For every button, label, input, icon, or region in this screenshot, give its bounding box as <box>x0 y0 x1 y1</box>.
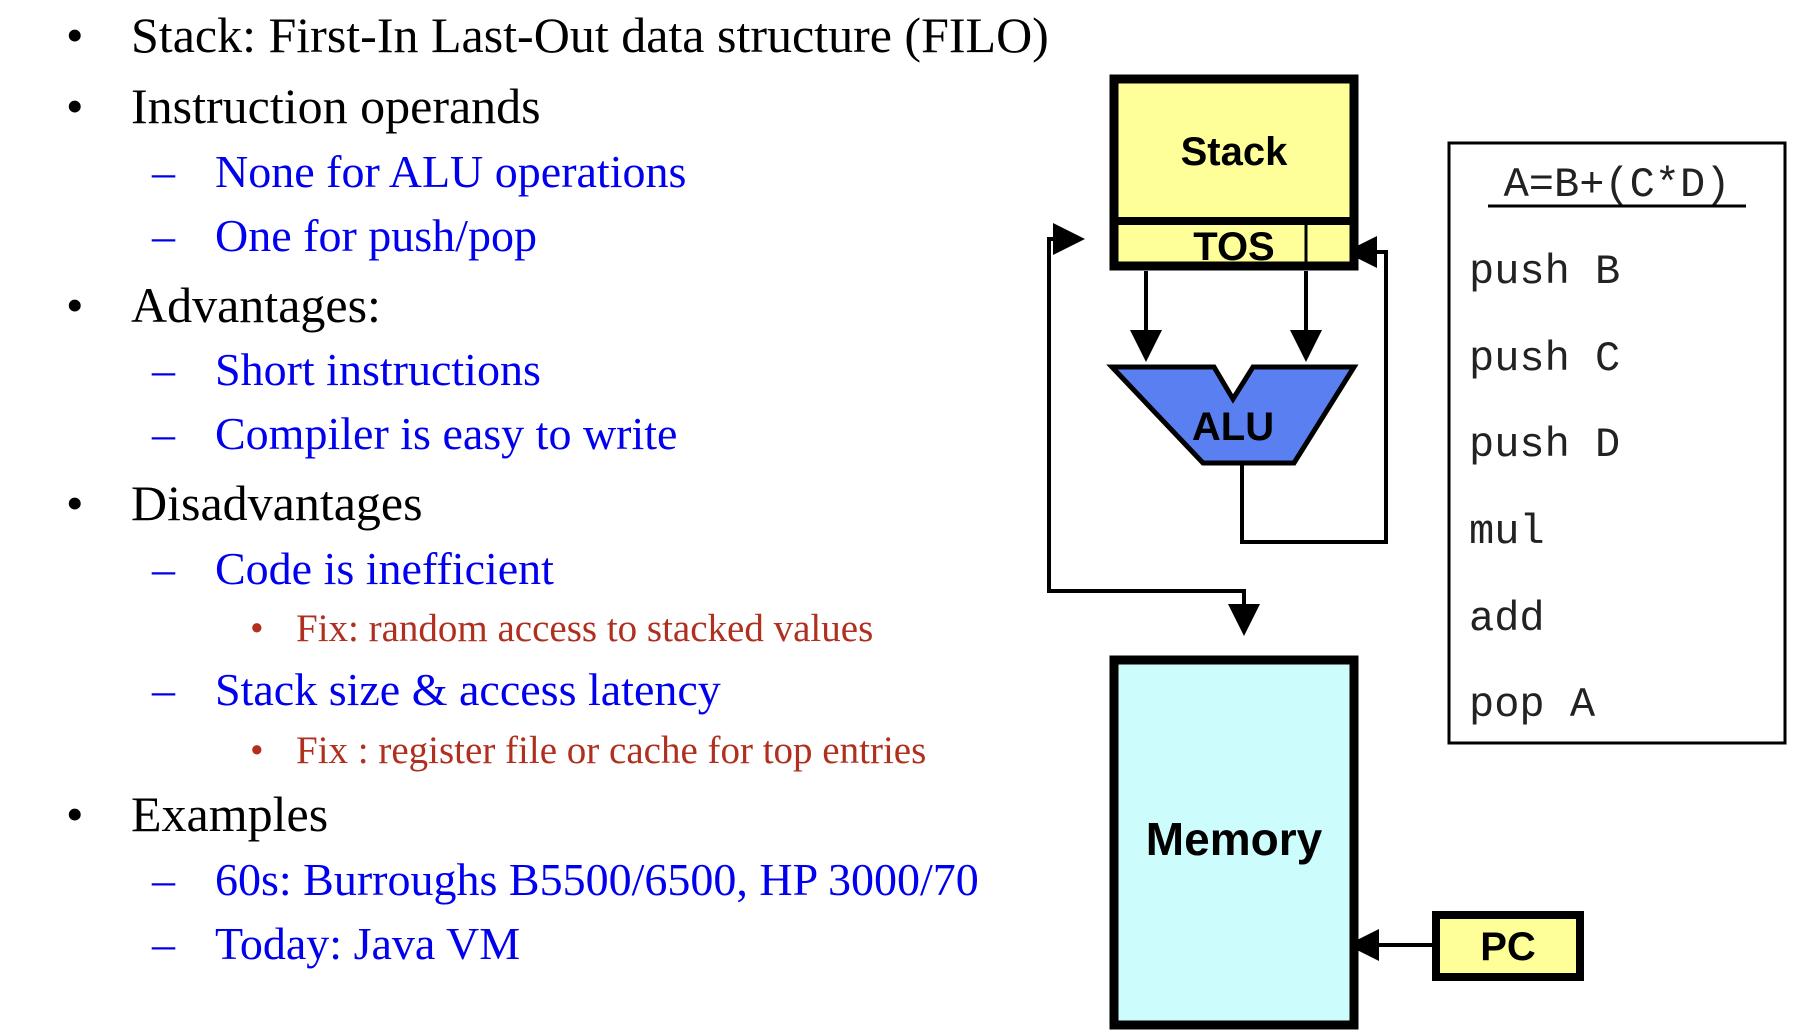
wire-tos-to-memory <box>1049 589 1260 636</box>
bullet-text: None for ALU operations <box>215 145 687 197</box>
bullet-text: Disadvantages <box>131 474 423 531</box>
code-title: A=B+(C*D) <box>1504 161 1731 209</box>
code-box: A=B+(C*D) push B push C push D mul add pop A <box>1447 141 1787 745</box>
bullet-marker: • <box>66 785 84 842</box>
dash-marker: – <box>152 145 175 197</box>
bullet-text: Examples <box>131 785 329 842</box>
code-line: push C <box>1469 335 1620 383</box>
dash-marker: – <box>152 542 175 594</box>
code-lines: push B push C push D mul add pop A <box>1469 248 1620 729</box>
wires <box>1047 223 1432 961</box>
dash-marker: – <box>152 343 175 395</box>
memory-label: Memory <box>1146 813 1323 865</box>
bullet-marker: • <box>66 77 84 134</box>
dash-marker: – <box>152 853 175 905</box>
bullet-marker: • <box>66 6 84 63</box>
bullet-marker: • <box>250 728 264 772</box>
dash-marker: – <box>152 209 175 261</box>
code-line: push B <box>1469 248 1620 296</box>
tos-label: TOS <box>1193 225 1275 269</box>
bullet-text: 60s: Burroughs B5500/6500, HP 3000/70 <box>215 853 979 905</box>
code-line: pop A <box>1469 681 1596 729</box>
bullet-text: Advantages: <box>131 276 381 333</box>
pc-block: PC <box>1432 911 1584 981</box>
stack-block: Stack TOS <box>1109 74 1359 271</box>
alu-label: ALU <box>1192 405 1274 449</box>
bullet-text: Today: Java VM <box>215 917 521 969</box>
wire-alu-to-tos <box>1240 236 1388 544</box>
dash-marker: – <box>152 917 175 969</box>
bullet-text: Code is inefficient <box>215 542 554 594</box>
code-line: add <box>1469 595 1545 643</box>
bullet-text: Instruction operands <box>131 77 541 134</box>
bullet-text: Compiler is easy to write <box>215 407 678 459</box>
bullet-text: Fix : register file or cache for top ent… <box>296 728 927 772</box>
bullet-marker: • <box>250 606 264 650</box>
bullet-text: Short instructions <box>215 343 541 395</box>
alu-block: ALU <box>1106 364 1359 466</box>
bullet-text: Stack size & access latency <box>215 663 721 715</box>
stack-label: Stack <box>1181 130 1288 174</box>
pc-label: PC <box>1480 925 1536 969</box>
bullet-text: Stack: First-In Last-Out data structure … <box>131 6 1049 63</box>
bullet-text: One for push/pop <box>215 209 537 261</box>
dash-marker: – <box>152 663 175 715</box>
bullet-marker: • <box>66 474 84 531</box>
code-line: push D <box>1469 421 1620 469</box>
bullet-text: Fix: random access to stacked values <box>296 606 874 650</box>
memory-block: Memory <box>1109 655 1359 1030</box>
code-line: mul <box>1469 508 1545 556</box>
bullet-marker: • <box>66 276 84 333</box>
dash-marker: – <box>152 407 175 459</box>
